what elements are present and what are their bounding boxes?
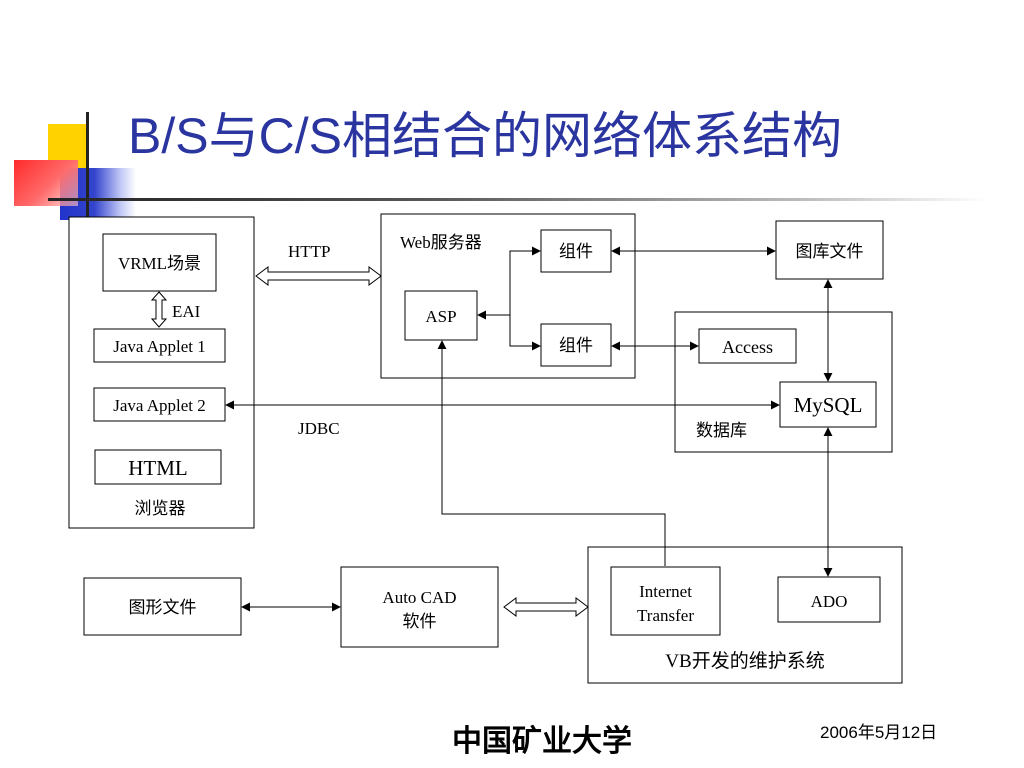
component-top-box bbox=[540, 229, 612, 273]
eai-label: EAI bbox=[172, 302, 201, 321]
graphic-files-box bbox=[83, 577, 242, 636]
gallery-files-label: 图库文件 bbox=[796, 242, 864, 261]
autocad-label-line1: Auto CAD bbox=[382, 588, 456, 607]
ado-box bbox=[777, 576, 881, 623]
footer-date: 2006年5月12日 bbox=[820, 723, 938, 742]
deco-horizontal-line bbox=[48, 198, 988, 201]
internet-transfer-label-line1: Internet bbox=[639, 582, 692, 601]
autocad-label-line2: 软件 bbox=[403, 612, 437, 631]
html-box bbox=[94, 449, 222, 485]
autocad-vb-hollow-arrow bbox=[503, 597, 589, 617]
java-applet-2-box bbox=[93, 387, 226, 422]
footer-school: 中国矿业大学 bbox=[452, 724, 632, 759]
web-server-label: Web服务器 bbox=[400, 233, 482, 252]
http-hollow-arrow bbox=[255, 266, 382, 286]
database-label: 数据库 bbox=[696, 421, 747, 440]
graphic-files-label: 图形文件 bbox=[129, 598, 197, 617]
component-bottom-box bbox=[540, 323, 612, 367]
asp-box bbox=[404, 290, 478, 341]
vrml-scene-box bbox=[102, 233, 217, 292]
html-label: HTML bbox=[128, 456, 188, 480]
page-title: B/S与C/S相结合的网络体系结构 bbox=[128, 108, 842, 164]
java-applet-2-label: Java Applet 2 bbox=[113, 396, 206, 415]
access-box bbox=[698, 328, 797, 364]
access-label: Access bbox=[722, 337, 773, 357]
internet-transfer-label-line2: Transfer bbox=[637, 606, 694, 625]
vb-system-label: VB开发的维护系统 bbox=[665, 650, 824, 672]
http-label: HTTP bbox=[288, 242, 331, 261]
jdbc-label: JDBC bbox=[298, 419, 340, 438]
browser-label: 浏览器 bbox=[135, 499, 186, 518]
mysql-box bbox=[779, 381, 877, 428]
component-bottom-label: 组件 bbox=[559, 336, 593, 355]
asp-fork-branch-bottom bbox=[509, 315, 541, 351]
ado-label: ADO bbox=[811, 592, 848, 611]
deco-vertical-line bbox=[86, 112, 89, 228]
java-applet-1-label: Java Applet 1 bbox=[113, 337, 206, 356]
asp-fork-branch-top bbox=[509, 246, 541, 315]
mysql-label: MySQL bbox=[794, 393, 863, 417]
internet-transfer-box bbox=[610, 566, 721, 636]
autocad-box bbox=[340, 566, 499, 648]
asp-label: ASP bbox=[425, 307, 456, 326]
vrml-scene-label: VRML场景 bbox=[118, 254, 201, 273]
internet-transfer-asp-connector bbox=[437, 340, 666, 566]
java-applet-1-box bbox=[93, 328, 226, 363]
component-top-label: 组件 bbox=[559, 242, 593, 261]
eai-hollow-arrow bbox=[150, 291, 168, 328]
gallery-files-box bbox=[775, 220, 884, 280]
